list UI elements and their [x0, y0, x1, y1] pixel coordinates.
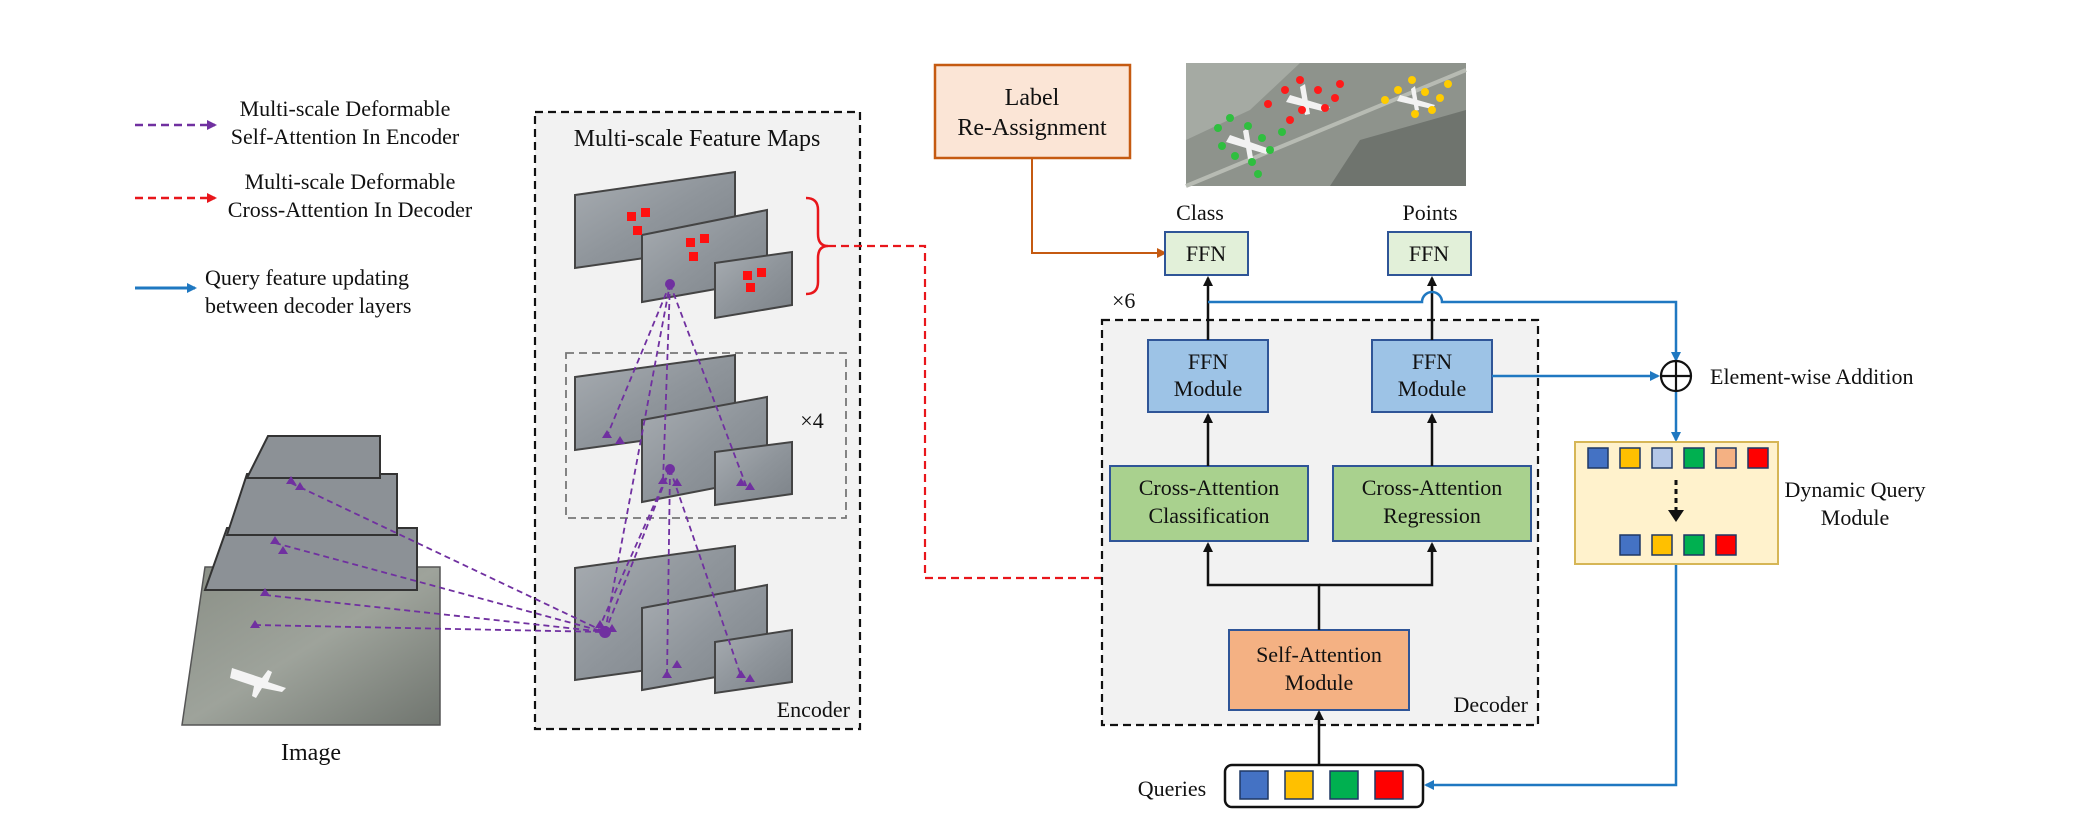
label-reassignment-text-2: Re-Assignment [957, 115, 1107, 141]
cross-reg-text-2: Regression [1383, 503, 1481, 528]
encoder-label: Encoder [777, 697, 851, 722]
legend-encoder-text-2: Self-Attention In Encoder [231, 124, 460, 149]
legend-encoder-text-1: Multi-scale Deformable [240, 96, 451, 121]
label-reassignment-box [933, 63, 1132, 160]
ffn-module-left-text-2: Module [1174, 376, 1242, 401]
encoder-title: Multi-scale Feature Maps [574, 126, 821, 152]
ffn-module-left [1147, 339, 1269, 413]
decoder-label: Decoder [1453, 692, 1528, 717]
decoder-repeat-label: ×6 [1112, 288, 1135, 313]
queries-label: Queries [1138, 776, 1206, 801]
query-square [1715, 534, 1737, 556]
legend-update-text-1: Query feature updating [205, 265, 409, 290]
dynamic-query-text-1: Dynamic Query [1784, 477, 1925, 502]
query-square [1587, 447, 1609, 469]
query-square [1651, 534, 1673, 556]
query-square [1715, 447, 1737, 469]
dynamic-query-ellipsis [1668, 480, 1684, 522]
legend-decoder-text-2: Cross-Attention In Decoder [228, 197, 473, 222]
sampling-points-red [627, 208, 766, 292]
query-square [1239, 770, 1269, 800]
feature-maps-top [574, 170, 793, 320]
cross-cls-text-1: Cross-Attention [1139, 475, 1280, 500]
label-reassignment-text-1: Label [1005, 85, 1060, 111]
ffn-points-label: FFN [1409, 241, 1449, 266]
query-square [1619, 534, 1641, 556]
decoder-flow-arrows [1203, 276, 1437, 765]
feature-maps-middle [574, 353, 793, 507]
legend-decoder-text-1: Multi-scale Deformable [245, 169, 456, 194]
dynamic-query-bottom-row [1619, 534, 1737, 556]
ffn-points-box [1387, 231, 1472, 276]
image-pyramid [181, 435, 441, 726]
legend-update-text-2: between decoder layers [205, 293, 411, 318]
query-square [1747, 447, 1769, 469]
queries-box [1223, 763, 1425, 809]
airplane-icon [230, 668, 286, 698]
cross-reg-text-1: Cross-Attention [1362, 475, 1503, 500]
element-wise-label: Element-wise Addition [1710, 364, 1913, 389]
ffn-class-label: FFN [1186, 241, 1226, 266]
ffn-module-right-text-1: FFN [1412, 349, 1452, 374]
query-square [1284, 770, 1314, 800]
ffn-module-right-text-2: Module [1398, 376, 1466, 401]
cross-attention-regression-box [1332, 465, 1532, 542]
query-square [1374, 770, 1404, 800]
label-reassignment-arrow [1031, 158, 1167, 258]
cross-cls-text-2: Classification [1149, 503, 1270, 528]
detection-result-image [1185, 63, 1467, 188]
image-layer-2 [225, 473, 398, 536]
feature-map [714, 440, 793, 507]
ffn-module-left-text-1: FFN [1188, 349, 1228, 374]
self-attention-text-2: Module [1285, 670, 1353, 695]
dynamic-query-top-row [1587, 447, 1769, 469]
points-head-label: Points [1402, 200, 1457, 225]
encoder-repeat-label: ×4 [800, 408, 823, 433]
image-layer-1 [245, 435, 381, 479]
element-wise-addition-icon [1659, 359, 1693, 393]
query-square [1683, 534, 1705, 556]
ffn-class-box [1164, 231, 1249, 276]
image-label: Image [281, 740, 341, 766]
class-head-label: Class [1176, 200, 1224, 225]
image-layer-3 [203, 527, 418, 591]
self-attention-text-1: Self-Attention [1256, 642, 1382, 667]
encoder-sampling-lines [254, 283, 748, 677]
query-square [1683, 447, 1705, 469]
encoder-repeat-box [565, 352, 847, 519]
legend: Multi-scale Deformable Self-Attention In… [135, 96, 473, 318]
query-update-lines [1208, 290, 1681, 790]
feature-map [714, 628, 793, 695]
queries-row [1239, 770, 1404, 800]
encoder-sampling-points [250, 279, 755, 682]
dynamic-query-text-2: Module [1821, 505, 1889, 530]
query-square [1329, 770, 1359, 800]
query-square [1651, 447, 1673, 469]
query-square [1619, 447, 1641, 469]
